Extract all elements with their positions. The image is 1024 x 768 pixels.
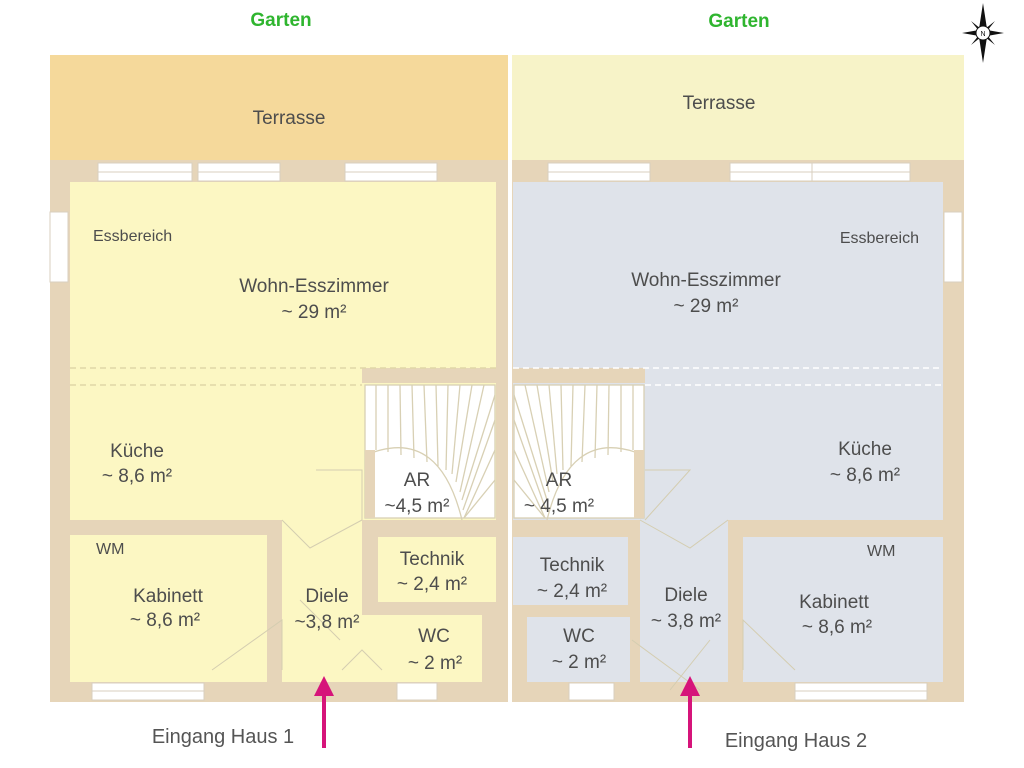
house2-hall xyxy=(640,520,728,682)
house1-kitchen-area: ~ 8,6 m² xyxy=(102,466,172,487)
house1-terrace-label: Terrasse xyxy=(253,108,326,129)
house2-technik-name: Technik xyxy=(540,555,605,576)
house2-kitchen xyxy=(645,368,943,520)
house1-storage-area: ~4,5 m² xyxy=(385,496,450,517)
house1-garden-label: Garten xyxy=(250,10,311,31)
house2-staircase xyxy=(513,384,645,521)
house2-entrance-arrow-icon xyxy=(680,676,700,748)
house1-cabinet xyxy=(70,535,267,682)
house1-hall-name: Diele xyxy=(305,586,348,607)
house2-living-area: ~ 29 m² xyxy=(674,296,739,317)
house2-technik xyxy=(513,537,628,605)
house1-living-room xyxy=(70,182,496,368)
house-2 xyxy=(512,55,964,702)
house2-hall-area: ~ 3,8 m² xyxy=(651,611,721,632)
house2-technik-area: ~ 2,4 m² xyxy=(537,581,607,602)
house1-door-swings xyxy=(211,469,383,671)
house1-technik-name: Technik xyxy=(400,549,465,570)
house1-wc xyxy=(358,615,482,682)
house2-storage-area: ~ 4,5 m² xyxy=(524,496,594,517)
house2-living-room xyxy=(513,182,943,368)
house2-cabinet-area: ~ 8,6 m² xyxy=(802,617,872,638)
house1-wc-area: ~ 2 m² xyxy=(408,653,462,674)
house2-cabinet-name: Kabinett xyxy=(799,592,869,613)
compass-north-label: N xyxy=(980,31,985,38)
house2-wc xyxy=(527,617,630,682)
house1-wc-name: WC xyxy=(418,626,450,647)
house1-dining-label: Essbereich xyxy=(93,228,172,245)
house1-technik xyxy=(378,537,496,602)
house1-entrance-label: Eingang Haus 1 xyxy=(152,726,294,748)
house2-terrace xyxy=(512,55,964,163)
house2-terrace-label: Terrasse xyxy=(683,93,756,114)
house1-technik-area: ~ 2,4 m² xyxy=(397,574,467,595)
house2-entrance-label: Eingang Haus 2 xyxy=(725,730,867,752)
house1-living-area: ~ 29 m² xyxy=(282,302,347,323)
house1-storage-name: AR xyxy=(404,470,430,491)
house1-kitchen-name: Küche xyxy=(110,441,164,462)
house2-garden-label: Garten xyxy=(708,11,769,32)
house1-windows xyxy=(49,162,438,701)
house2-windows xyxy=(547,162,963,701)
house2-kitchen-area: ~ 8,6 m² xyxy=(830,465,900,486)
house1-staircase xyxy=(364,384,496,521)
house1-hall-area: ~3,8 m² xyxy=(295,612,360,633)
house1-terrace xyxy=(50,55,508,163)
compass-rose-icon: N xyxy=(962,3,1004,63)
house2-cabinet xyxy=(743,537,943,682)
house1-washer-label: WM xyxy=(96,541,124,558)
house2-storage-name: AR xyxy=(546,470,572,491)
house2-door-swings xyxy=(631,469,796,691)
house1-cabinet-name: Kabinett xyxy=(133,586,203,607)
house1-living-name: Wohn-Esszimmer xyxy=(239,276,389,297)
house2-wc-name: WC xyxy=(563,626,595,647)
house1-kitchen xyxy=(70,368,362,520)
house2-hall-name: Diele xyxy=(664,585,707,606)
house1-cabinet-area: ~ 8,6 m² xyxy=(130,610,200,631)
house2-washer-label: WM xyxy=(867,543,895,560)
house2-wc-area: ~ 2 m² xyxy=(552,652,606,673)
house2-living-name: Wohn-Esszimmer xyxy=(631,270,781,291)
house2-dining-label: Essbereich xyxy=(840,230,919,247)
house1-hall xyxy=(282,520,362,682)
house2-kitchen-name: Küche xyxy=(838,439,892,460)
house1-entrance-arrow-icon xyxy=(314,676,334,748)
house-1 xyxy=(49,55,508,702)
